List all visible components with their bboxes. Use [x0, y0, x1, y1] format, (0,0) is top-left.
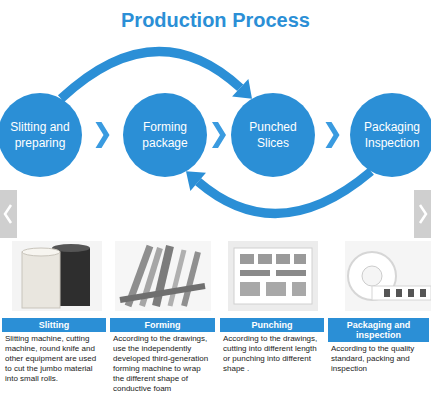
- tape-strip: [372, 286, 431, 300]
- part: [240, 270, 270, 276]
- chevron-arrow: [326, 122, 340, 148]
- part: [276, 270, 306, 276]
- part: [408, 289, 414, 297]
- flow-arrow: [186, 171, 371, 213]
- part: [292, 282, 306, 296]
- part: [258, 254, 272, 264]
- step-column: SlittingSlitting machine, cutting machin…: [2, 318, 106, 384]
- curved-arrow: [61, 51, 240, 98]
- step-name: Punched Slices: [238, 119, 308, 151]
- step-name: Forming package: [130, 119, 200, 151]
- photo-ground: [345, 241, 431, 311]
- part: [266, 282, 286, 296]
- process-circle: Packaging Inspection: [350, 93, 431, 177]
- arrow-head: [232, 79, 252, 99]
- carousel-left: [0, 190, 17, 238]
- flow-arrow: [61, 51, 252, 98]
- step-heading: Slitting: [2, 318, 106, 332]
- white-roll: [22, 252, 60, 308]
- photo-ground: [228, 241, 318, 311]
- part: [276, 254, 290, 264]
- diagram-title: Production Process: [0, 9, 431, 32]
- tube: [156, 246, 170, 306]
- part: [240, 254, 254, 264]
- punching-photo: [228, 241, 318, 311]
- process-circle: Punched Slices: [231, 93, 315, 177]
- flow-arrow: [326, 122, 340, 148]
- step-name: Packaging Inspection: [357, 119, 427, 151]
- step-column: PunchingAccording to the drawings, cutti…: [220, 318, 324, 374]
- part: [384, 289, 390, 297]
- photo-ground: [12, 241, 102, 311]
- slitting-photo: [12, 241, 102, 311]
- tube: [184, 252, 198, 306]
- packaging-photo: [345, 241, 431, 311]
- tape-core: [362, 266, 382, 286]
- forming-photo: [115, 241, 211, 311]
- flow-arrow: [212, 122, 226, 148]
- part: [396, 289, 402, 297]
- carousel-chevron: [420, 205, 426, 223]
- carousel-chevron: [5, 205, 11, 223]
- photo-ground: [115, 241, 211, 311]
- carousel-right: [414, 190, 431, 238]
- chevron-arrow: [96, 122, 110, 148]
- curved-arrow: [198, 171, 371, 213]
- tube: [170, 250, 184, 306]
- process-circle: Slitting and preparing: [0, 93, 82, 177]
- step-description: Slitting machine, cutting machine, round…: [2, 332, 106, 384]
- sheet: [234, 248, 312, 304]
- step-description: According to the drawings, cutting into …: [220, 332, 324, 374]
- step-column: FormingAccording to the drawings, use th…: [110, 318, 215, 394]
- step-heading: Punching: [220, 318, 324, 332]
- arrow-head: [186, 171, 206, 191]
- step-description: According to the drawings, use the indep…: [110, 332, 215, 394]
- step-column: Packaging and inspectionAccording to the…: [328, 318, 429, 374]
- chevron-arrow: [212, 122, 226, 148]
- step-description: According to the quality standard, packi…: [328, 342, 429, 374]
- flow-arrow: [96, 122, 110, 148]
- part: [294, 254, 306, 264]
- tube: [120, 286, 205, 300]
- process-circle: Forming package: [123, 93, 207, 177]
- step-name: Slitting and preparing: [5, 119, 75, 151]
- roll-top: [22, 248, 60, 256]
- part: [240, 282, 260, 296]
- step-heading: Forming: [110, 318, 215, 332]
- step-heading: Packaging and inspection: [328, 318, 429, 342]
- part: [420, 289, 426, 297]
